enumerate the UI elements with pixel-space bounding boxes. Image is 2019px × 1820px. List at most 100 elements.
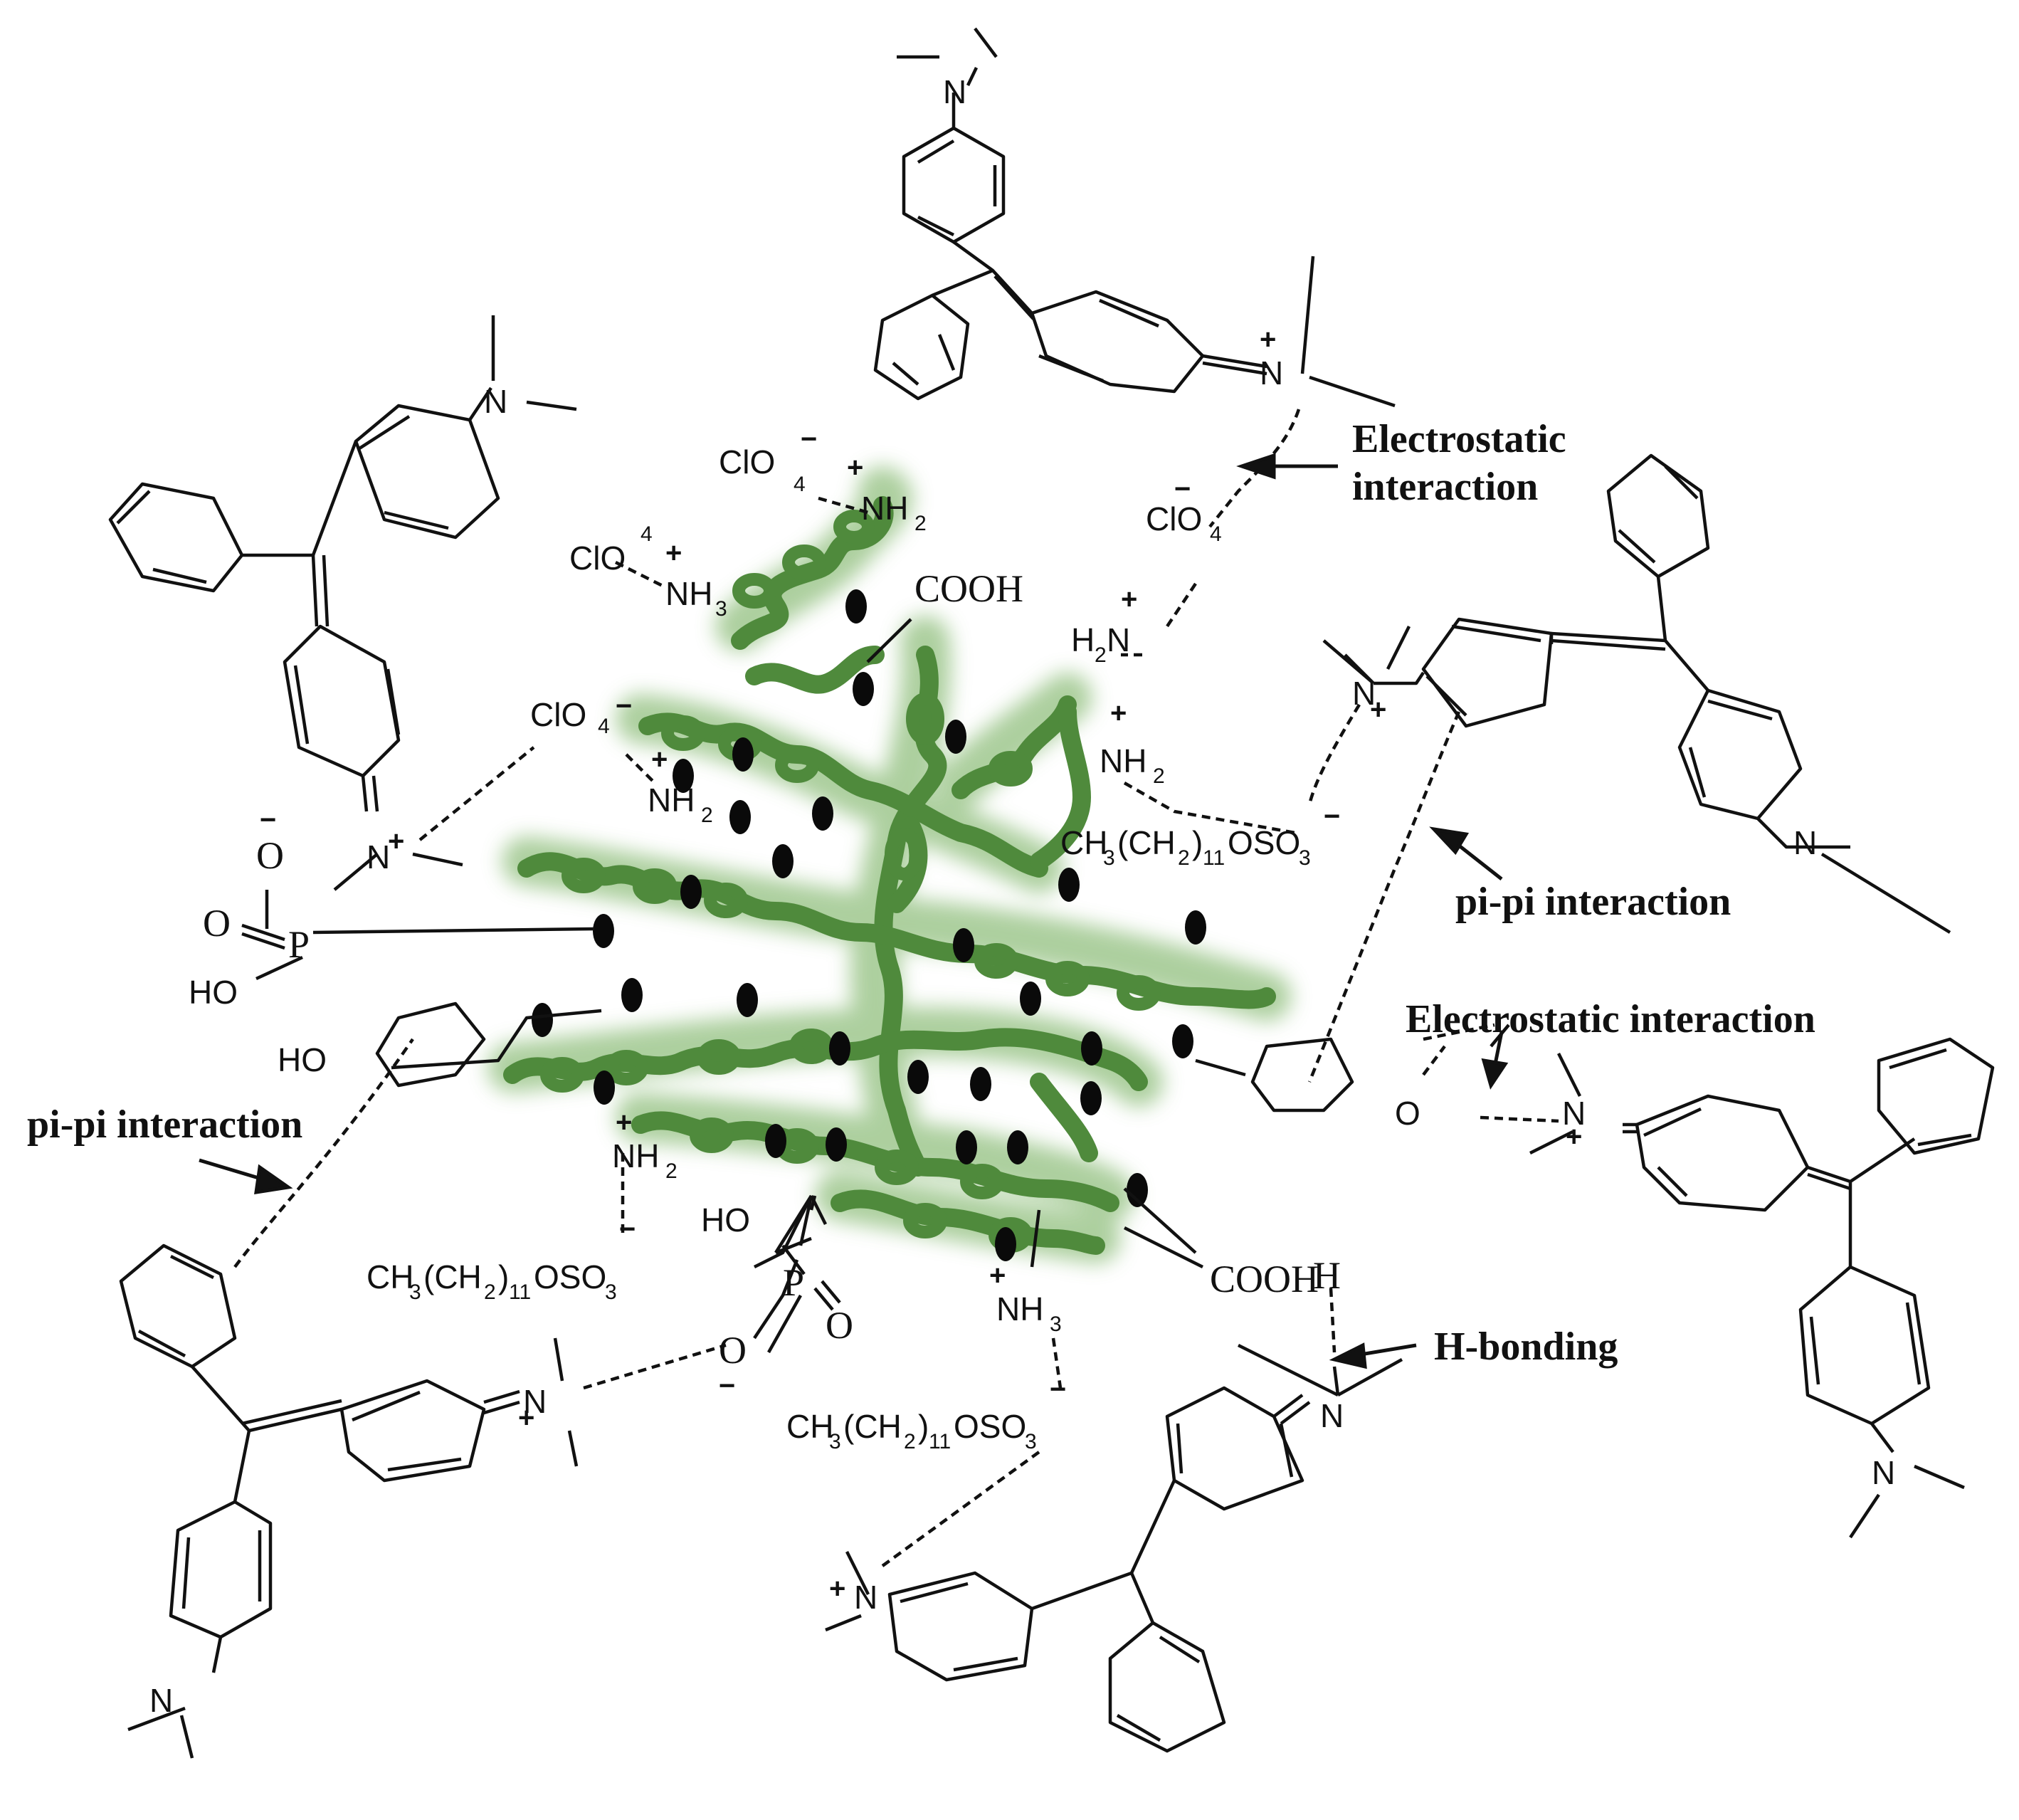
hydroxyl-label: HO (701, 1201, 750, 1238)
chem-text: 3 (829, 1430, 841, 1453)
chem-text: 3 (409, 1280, 421, 1304)
subscript: 2 (701, 804, 713, 827)
chem-text: 2 (484, 1280, 496, 1304)
atom-o: O (1395, 1095, 1420, 1132)
label-interaction-top: interaction (1352, 465, 1538, 509)
carboxyl-label: COOH (1210, 1258, 1319, 1300)
functional-sites (532, 589, 1206, 1261)
charge-plus: + (616, 1107, 632, 1138)
subscript: 2 (665, 1159, 678, 1183)
chem-text: OSO (1228, 824, 1300, 861)
atom-o: O (826, 1304, 853, 1347)
atom-n: N (1260, 354, 1283, 391)
charge-minus: − (616, 690, 632, 722)
subscript: 2 (1095, 643, 1107, 667)
chem-text: 3 (1103, 846, 1115, 870)
perchlorate-label: ClO (530, 696, 586, 733)
charge-plus: + (388, 826, 404, 857)
chem-text: (CH (423, 1258, 482, 1295)
dodecylsulfate-bottom: − CH 3 (CH 2 ) 11 OSO 3 (786, 1374, 1066, 1453)
annotation-labels: Electrostatic interaction pi-pi interact… (27, 417, 1815, 1369)
chem-text: 3 (1299, 846, 1311, 870)
chem-text: 11 (1203, 846, 1225, 870)
annotation-arrows (199, 453, 1509, 1369)
chem-text: 3 (1025, 1430, 1037, 1453)
chemical-labels: N N + ClO 4 − NH 2 + ClO 4 + NH 3 COOH C… (149, 73, 1895, 1719)
chem-text: 3 (605, 1280, 617, 1304)
dye-right-upper (1307, 453, 1951, 1083)
label-pi-pi-right: pi-pi interaction (1455, 880, 1731, 924)
subscript: 3 (715, 597, 727, 621)
linkers (312, 618, 1246, 1340)
atom-n: N (367, 838, 390, 875)
atom-n: N (854, 1579, 877, 1616)
subscript: 4 (598, 715, 610, 738)
hydroxyl-label: HO (278, 1041, 327, 1078)
ammonium-label: NH (612, 1137, 659, 1174)
dashed-interactions (418, 496, 1495, 1389)
perchlorate-label: ClO (1146, 500, 1202, 537)
subscript: 2 (1153, 764, 1165, 788)
label-electrostatic-top: Electrostatic (1352, 417, 1566, 461)
svg-text:): ) (498, 1258, 509, 1295)
polymer-chains (503, 496, 1276, 1255)
chem-text: OSO (534, 1258, 606, 1295)
chem-text: 11 (509, 1280, 531, 1304)
ammonium-label: NH (1100, 742, 1146, 779)
chem-text: OSO (954, 1408, 1026, 1445)
chem-text: CH (786, 1408, 833, 1445)
phosphate-bottom (767, 1195, 841, 1354)
chem-text: − (1324, 801, 1340, 832)
polymer-loops (540, 510, 1161, 1253)
atom-n: N (943, 73, 966, 110)
carboxyl-label: COOH (914, 567, 1023, 610)
dye-bottom-left (119, 1038, 727, 1759)
ammonium-label: NH (665, 575, 712, 612)
charge-minus: − (260, 804, 276, 836)
perchlorate-label: ClO (719, 443, 775, 480)
charge-plus: + (1260, 324, 1276, 355)
dodecylsulfate-right: CH 3 (CH 2 ) 11 OSO 3 − (1060, 801, 1340, 870)
phenol-left (375, 1001, 486, 1088)
atom-p: P (783, 1261, 804, 1304)
label-h-bonding: H-bonding (1434, 1325, 1618, 1369)
subscript: 4 (794, 473, 806, 496)
chem-text: CH (1060, 824, 1107, 861)
chem-text: 11 (929, 1430, 951, 1453)
charge-plus: + (1370, 694, 1386, 725)
subscript: 2 (914, 512, 927, 535)
charge-plus: + (518, 1402, 534, 1434)
label-pi-pi-left: pi-pi interaction (27, 1103, 302, 1147)
ammonium-label: NH (861, 490, 908, 527)
atom-n: N (484, 383, 507, 420)
charge-minus: − (719, 1370, 735, 1401)
dye-right-lower (1422, 1024, 1995, 1539)
dye-bottom (825, 1288, 1403, 1753)
chem-text: CH (367, 1258, 413, 1295)
subscript: 4 (641, 522, 653, 546)
charge-plus: + (665, 537, 682, 569)
svg-text:): ) (918, 1408, 929, 1445)
chem-text: 2 (904, 1430, 916, 1453)
atom-n: N (1872, 1454, 1895, 1491)
atom-n: N (1320, 1397, 1344, 1434)
charge-minus: − (1174, 473, 1191, 505)
dodecylsulfate-left: − CH 3 (CH 2 ) 11 OSO 3 (367, 1214, 636, 1304)
ammonium-label: NH (648, 782, 695, 819)
charge-plus: + (1121, 584, 1137, 615)
atom-p: P (288, 923, 310, 966)
chem-text: (CH (1117, 824, 1176, 861)
atom-o: O (719, 1329, 747, 1372)
charge-plus: + (651, 744, 668, 775)
charge-plus: + (1110, 698, 1127, 729)
atom-n: N (1562, 1095, 1586, 1132)
charge-plus: + (847, 452, 863, 483)
phosphate-left (241, 890, 303, 981)
label-electrostatic-right: Electrostatic interaction (1406, 997, 1815, 1041)
perchlorate-label: ClO (569, 540, 626, 577)
atom-n: N (523, 1383, 547, 1420)
subscript: 4 (1210, 522, 1222, 546)
chem-text: 2 (1178, 846, 1190, 870)
chem-text: (CH (843, 1408, 902, 1445)
